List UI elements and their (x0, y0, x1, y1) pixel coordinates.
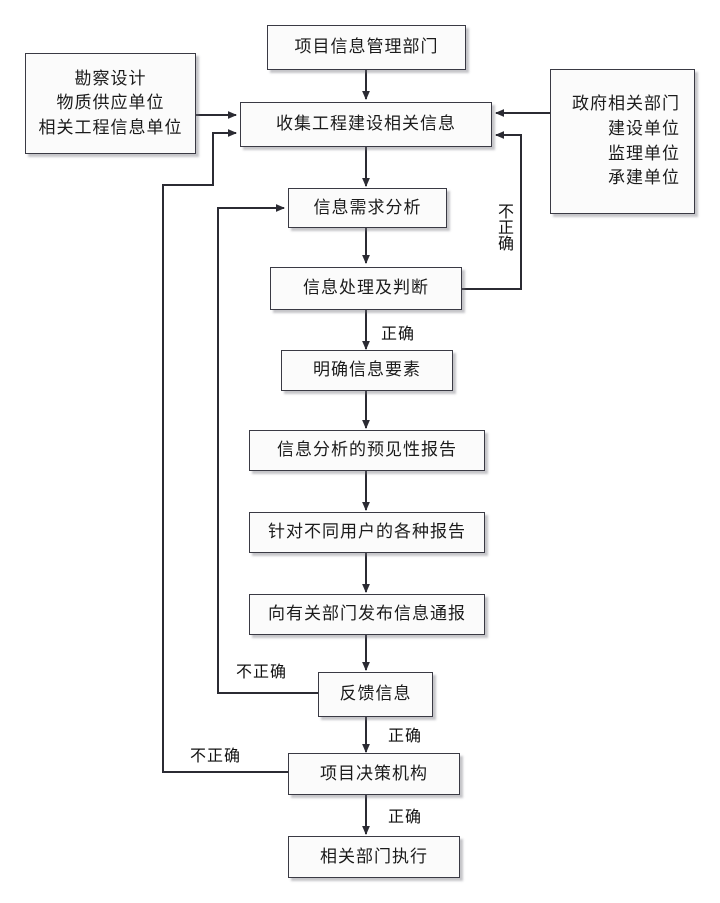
survey-group-line-3: 相关工程信息单位 (38, 117, 183, 137)
edge-label-incorrect-decision: 不正确 (190, 748, 242, 765)
node-publish-bulletin-label: 向有关部门发布信息通报 (268, 604, 466, 624)
wire-judge-incorrect-to-collect (462, 131, 522, 290)
node-demand-analysis-label: 信息需求分析 (313, 197, 422, 217)
node-feedback-info-label: 反馈信息 (339, 684, 412, 704)
edge-label-incorrect-feedback: 不正确 (236, 664, 288, 681)
node-government-group[interactable]: 政府相关部门 建设单位 监理单位 承建单位 (550, 69, 695, 214)
gov-group-line-1: 政府相关部门 (572, 94, 680, 114)
node-decision-body[interactable]: 项目决策机构 (288, 753, 460, 795)
gov-group-line-3: 监理单位 (608, 143, 680, 163)
gov-group-line-4: 承建单位 (608, 168, 680, 188)
node-demand-analysis[interactable]: 信息需求分析 (288, 188, 447, 228)
node-collect-info-label: 收集工程建设相关信息 (276, 114, 456, 134)
node-info-mgmt-dept[interactable]: 项目信息管理部门 (267, 25, 466, 70)
node-info-mgmt-dept-label: 项目信息管理部门 (294, 37, 439, 57)
edge-label-correct-after-feedback: 正确 (388, 728, 423, 745)
node-publish-bulletin[interactable]: 向有关部门发布信息通报 (249, 594, 485, 635)
node-decision-body-label: 项目决策机构 (320, 763, 428, 783)
node-predictive-report-label: 信息分析的预见性报告 (277, 440, 457, 460)
node-user-reports-label: 针对不同用户的各种报告 (268, 522, 466, 542)
survey-group-line-1: 勘察设计 (74, 68, 147, 88)
edge-label-incorrect-right: 不正确 (495, 203, 512, 251)
node-collect-info[interactable]: 收集工程建设相关信息 (240, 102, 492, 147)
node-clarify-elements-label: 明确信息要素 (313, 360, 421, 380)
node-process-judge-label: 信息处理及判断 (303, 278, 429, 298)
edge-label-correct-after-decision: 正确 (388, 809, 423, 826)
gov-group-line-2: 建设单位 (608, 118, 680, 138)
edge-label-correct-after-judge: 正确 (381, 326, 416, 343)
node-feedback-info[interactable]: 反馈信息 (318, 672, 433, 717)
node-process-judge[interactable]: 信息处理及判断 (270, 267, 462, 310)
node-dept-execute-label: 相关部门执行 (320, 846, 428, 866)
node-survey-supply-group[interactable]: 勘察设计 物质供应单位 相关工程信息单位 (25, 53, 196, 154)
node-dept-execute[interactable]: 相关部门执行 (288, 836, 460, 878)
node-predictive-report[interactable]: 信息分析的预见性报告 (249, 430, 485, 471)
node-clarify-elements[interactable]: 明确信息要素 (281, 350, 453, 391)
node-user-reports[interactable]: 针对不同用户的各种报告 (249, 512, 485, 553)
survey-group-line-2: 物质供应单位 (56, 93, 165, 113)
